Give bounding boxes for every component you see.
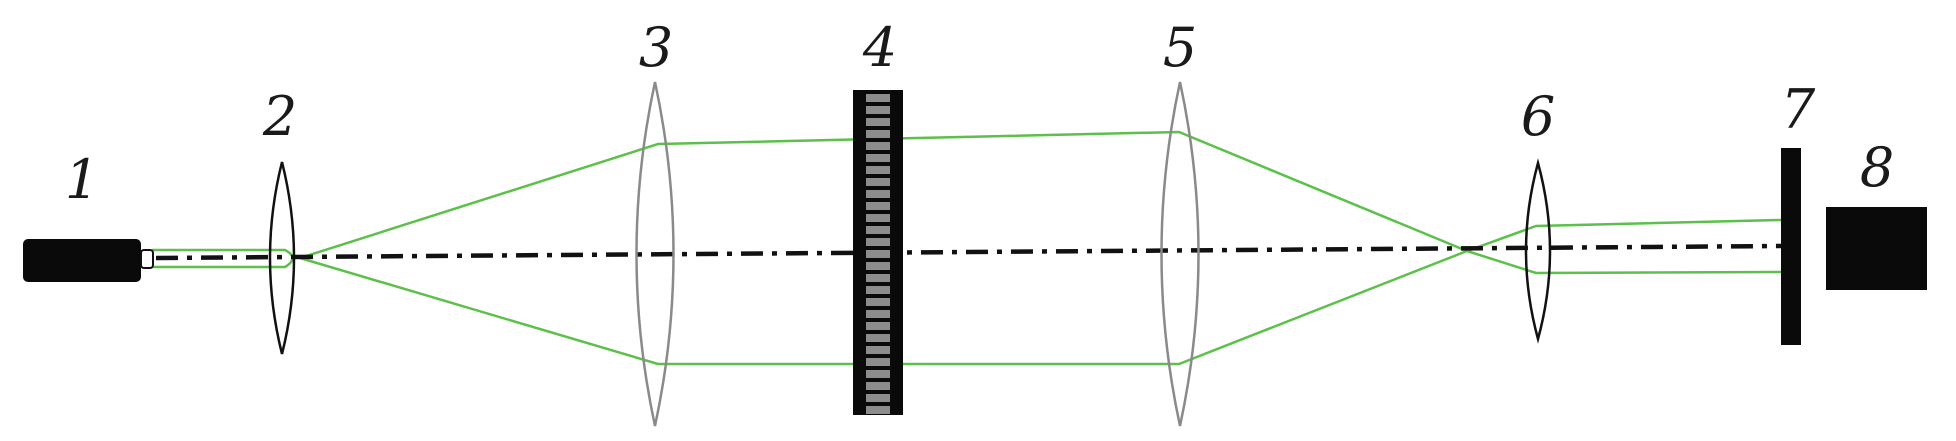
grating-element-4: [853, 90, 903, 415]
label-7: 7: [1781, 78, 1816, 141]
lens-6: [1524, 158, 1552, 344]
grating-cell: [866, 250, 890, 258]
label-4: 4: [862, 16, 897, 79]
grating-cell: [866, 106, 890, 114]
label-1: 1: [65, 148, 99, 211]
label-2: 2: [262, 85, 297, 148]
grating-cell: [866, 142, 890, 150]
grating-cell: [866, 190, 890, 198]
lens-3: [635, 81, 675, 427]
grating-cell: [866, 334, 890, 342]
laser-source: [23, 239, 154, 282]
grating-cell: [866, 310, 890, 318]
label-8: 8: [1860, 136, 1894, 199]
lens-2: [268, 161, 296, 355]
label-3: 3: [639, 16, 673, 79]
grating-cell: [866, 202, 890, 210]
grating-cell: [866, 274, 890, 282]
label-6: 6: [1521, 85, 1555, 148]
grating-cell: [866, 394, 890, 402]
grating-cell: [866, 370, 890, 378]
beam-upper: [299, 130, 1782, 260]
beam-lower: [299, 249, 1782, 366]
grating-cell: [866, 178, 890, 186]
filter-element-7: [1781, 148, 1801, 345]
grating-cell: [866, 262, 890, 270]
grating-cell: [866, 94, 890, 102]
grating-cell: [866, 154, 890, 162]
grating-cell: [866, 214, 890, 222]
grating-cell: [866, 382, 890, 390]
optical-axis: [155, 243, 1782, 261]
grating-cell: [866, 346, 890, 354]
grating-cell: [866, 226, 890, 234]
lens-5: [1160, 81, 1200, 427]
grating-cell: [866, 322, 890, 330]
grating-cell: [866, 238, 890, 246]
grating-cell: [866, 286, 890, 294]
grating-cell: [866, 166, 890, 174]
grating-cell: [866, 406, 890, 414]
label-5: 5: [1163, 16, 1197, 79]
detector-8: [1826, 207, 1927, 290]
grating-cell: [866, 118, 890, 126]
grating-cell: [866, 130, 890, 138]
grating-cell: [866, 358, 890, 366]
grating-cell: [866, 298, 890, 306]
